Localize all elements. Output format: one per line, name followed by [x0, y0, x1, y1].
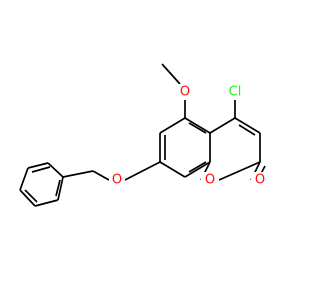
methoxy-oxygen-atom: O — [176, 84, 194, 100]
molecule-structure: O Cl O O O — [19, 63, 269, 207]
bond-line — [47, 162, 64, 178]
bond-line — [124, 161, 161, 181]
ring-oxygen-atom: O — [201, 172, 219, 188]
bond-line — [159, 117, 186, 134]
bond-line — [161, 63, 181, 85]
bond-line — [234, 117, 261, 134]
bond-line — [19, 167, 29, 191]
bond-line — [57, 176, 64, 201]
bond-line — [188, 161, 207, 173]
bond-line — [92, 170, 110, 181]
bond-line — [24, 189, 38, 203]
bond-line — [159, 161, 186, 178]
carbonyl-oxygen-label: O — [255, 173, 265, 188]
atom-labels: O Cl O O O — [109, 84, 269, 188]
bond-line — [184, 161, 211, 178]
ether-oxygen-atom: O — [109, 172, 125, 188]
bond-line — [62, 170, 94, 178]
carbonyl-oxygen-atom: O — [251, 172, 269, 188]
methoxy-oxygen-label: O — [180, 85, 190, 100]
bond-line — [188, 122, 207, 134]
bond-line — [27, 162, 49, 169]
bond-line — [55, 179, 61, 197]
bond-line — [184, 117, 211, 134]
chlorine-atom: Cl — [224, 84, 246, 100]
bond-line — [209, 117, 236, 134]
bond-line — [238, 124, 256, 136]
ring-oxygen-label: O — [205, 173, 215, 188]
chlorine-label: Cl — [229, 85, 242, 100]
ether-oxygen-label: O — [112, 173, 122, 188]
bond-lines — [19, 63, 266, 207]
bond-line — [19, 189, 36, 207]
bond-line — [218, 161, 261, 181]
bond-line — [31, 166, 51, 173]
bond-line — [34, 199, 59, 207]
